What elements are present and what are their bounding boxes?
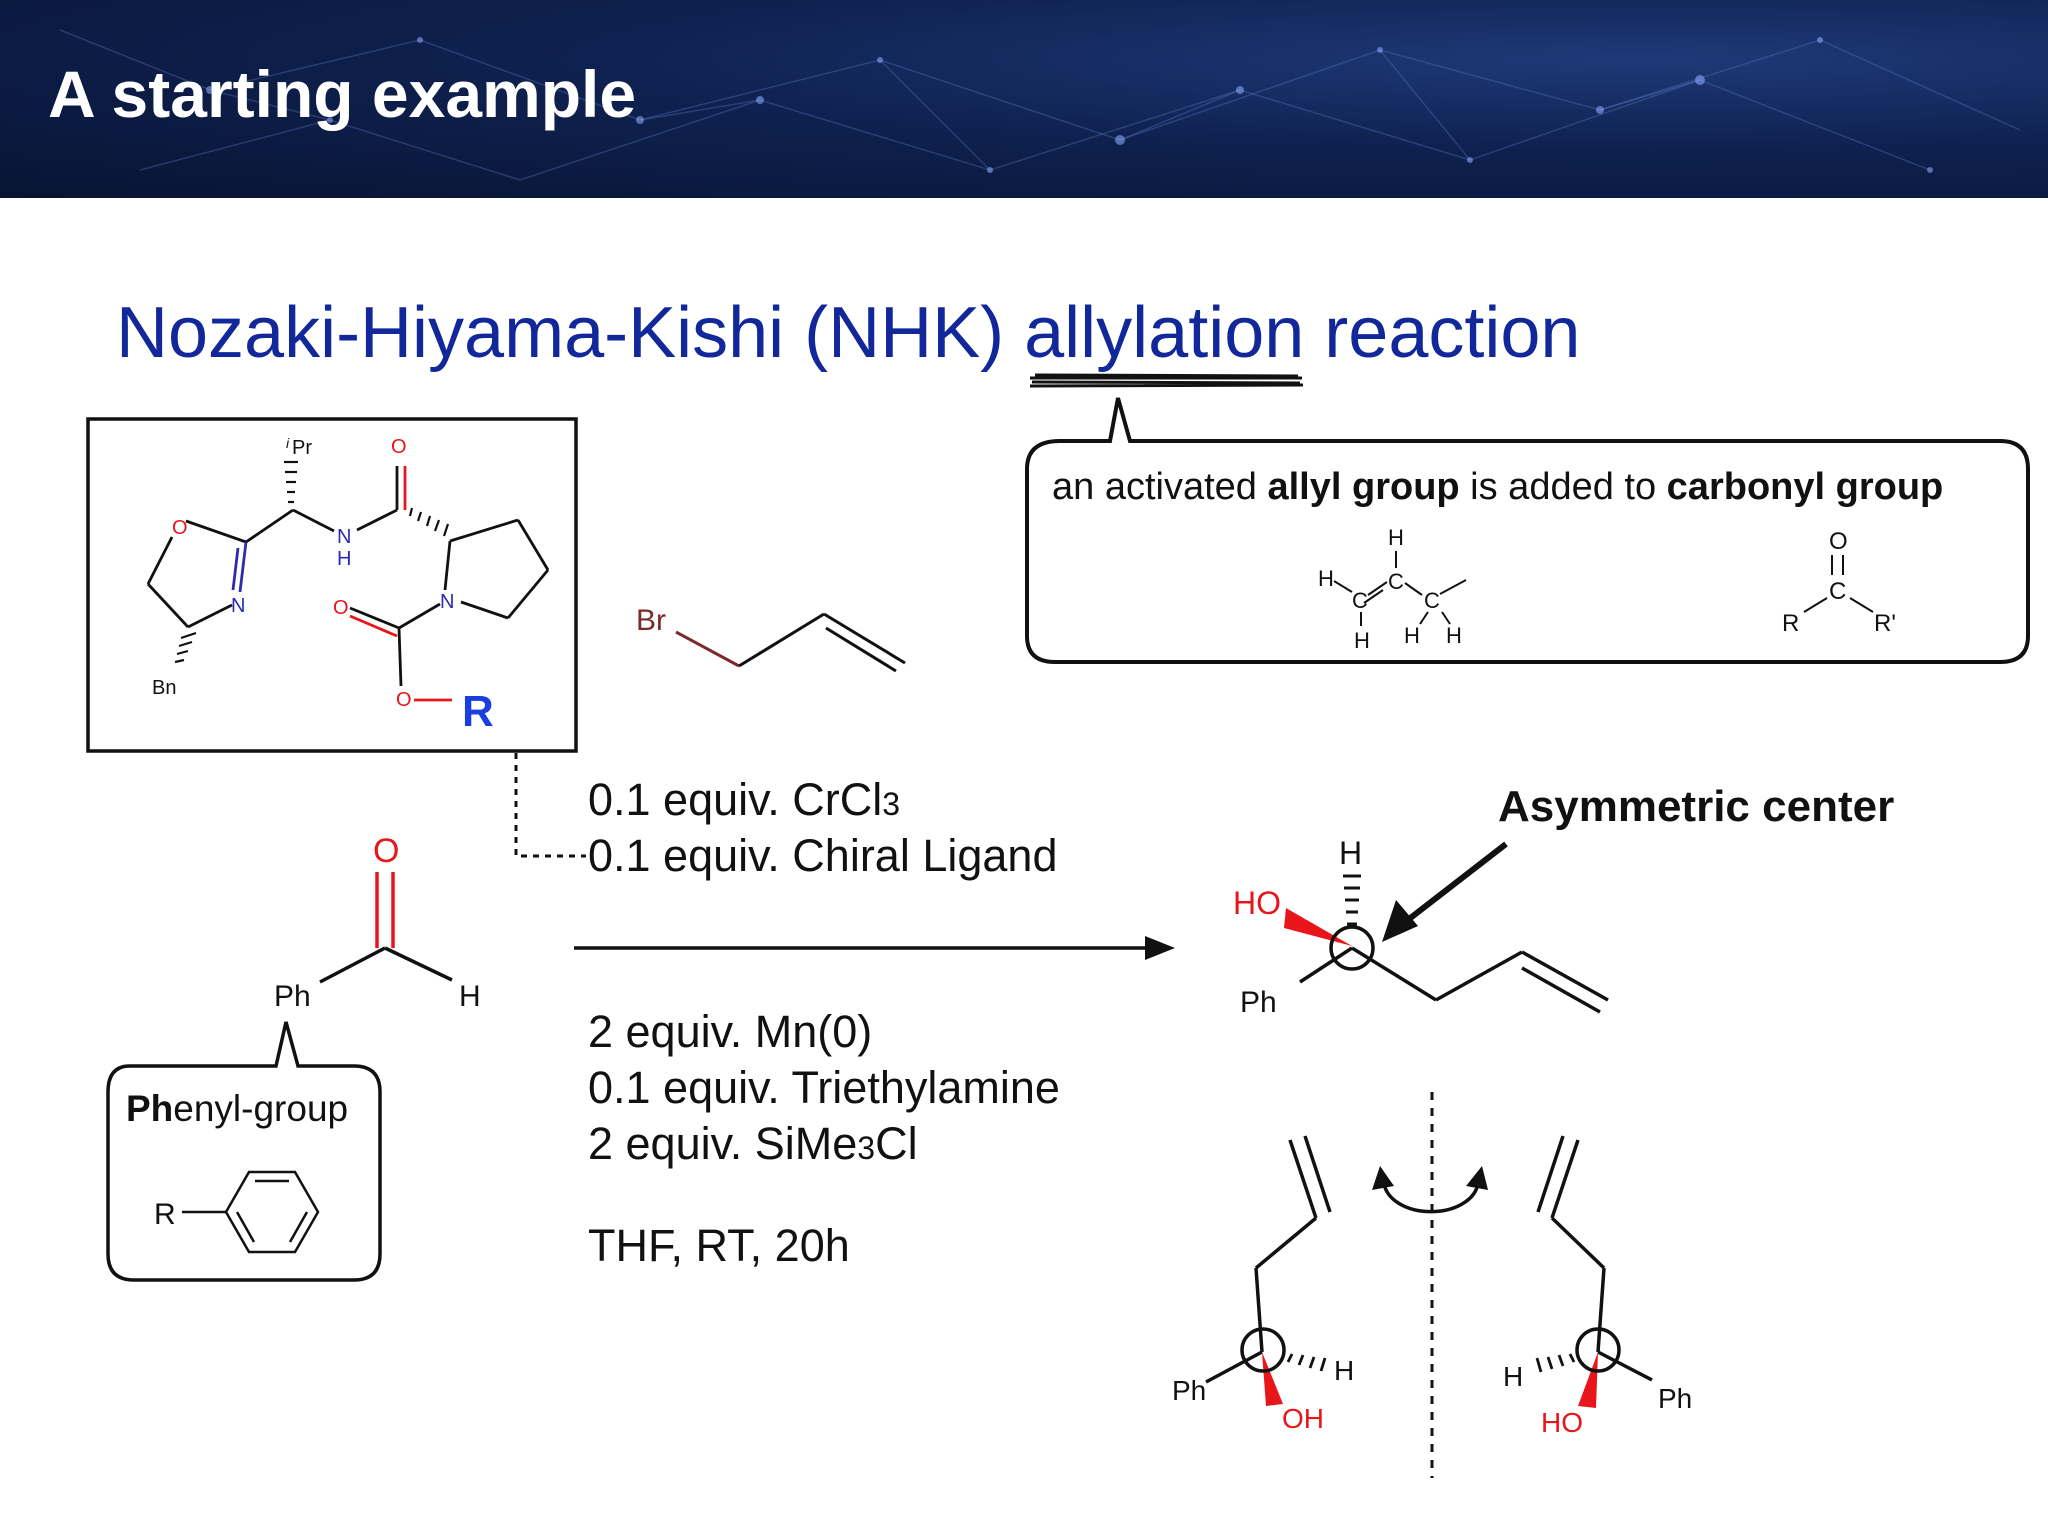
reaction-arrow	[574, 936, 1175, 960]
product-structure: H HO Ph	[1233, 835, 1609, 1019]
svg-text:Bn: Bn	[152, 677, 176, 699]
condition-mn: 2 equiv. Mn(0)	[588, 1006, 873, 1057]
condition-sime3cl: 2 equiv. SiMe3Cl	[588, 1118, 918, 1170]
svg-text:H: H	[337, 548, 351, 570]
svg-text:Ph: Ph	[1240, 986, 1277, 1019]
svg-text:i: i	[286, 435, 290, 451]
svg-text:N: N	[231, 595, 245, 617]
callout-text: an activated allyl group is added to car…	[1052, 466, 1943, 509]
asymmetric-center-arrow	[1382, 841, 1508, 942]
r-group-label: R	[462, 687, 494, 736]
svg-text:Ph: Ph	[1658, 1383, 1692, 1414]
network-background-graphic	[59, 29, 2021, 181]
svg-text:C: C	[1424, 588, 1440, 613]
phenyl-bold-ph: Ph	[126, 1088, 174, 1129]
svg-text:Ph: Ph	[1172, 1375, 1206, 1406]
ligand-atom-labels: O N N H O O N O i Pr Bn	[152, 435, 454, 711]
slide-title: A starting example	[48, 57, 637, 131]
phenyl-ring-structure	[182, 1170, 320, 1254]
svg-text:H: H	[1339, 835, 1362, 871]
svg-text:H: H	[1446, 623, 1462, 648]
condition-sime3cl-prefix: 2 equiv. SiMe	[588, 1118, 858, 1169]
svg-text:Pr: Pr	[292, 437, 312, 459]
callout-allyl-group: allyl group	[1267, 466, 1460, 508]
asymmetric-center-label: Asymmetric center	[1498, 782, 1895, 831]
condition-triethylamine: 0.1 equiv. Triethylamine	[588, 1062, 1060, 1113]
phenyl-r-label: R	[154, 1198, 176, 1231]
svg-text:C: C	[1388, 569, 1404, 594]
svg-text:Br: Br	[636, 604, 666, 637]
svg-text:O: O	[172, 517, 188, 539]
allylation-underline-scribble	[1029, 373, 1304, 388]
chiral-ligand-structure	[146, 466, 550, 702]
condition-crcl3-sub: 3	[882, 786, 901, 822]
rotation-arrow-icon	[1372, 1166, 1488, 1214]
callout-text-1: an activated	[1052, 466, 1268, 508]
header-banner: A starting example	[0, 0, 2048, 198]
svg-text:N: N	[337, 526, 351, 548]
condition-sime3cl-suffix: Cl	[875, 1118, 918, 1169]
benzaldehyde-structure: O Ph H	[274, 832, 481, 1013]
svg-text:OH: OH	[1282, 1403, 1324, 1434]
reaction-heading: Nozaki-Hiyama-Kishi (NHK) allylation rea…	[116, 292, 1580, 374]
condition-crcl3-text: 0.1 equiv. CrCl	[588, 774, 883, 825]
svg-text:O: O	[396, 689, 412, 711]
svg-text:O: O	[391, 436, 407, 458]
svg-text:H: H	[459, 980, 481, 1013]
svg-text:O: O	[1829, 528, 1848, 555]
enantiomer-left-structure: Ph OH H	[1172, 1135, 1354, 1434]
allyl-group-structure: H C H C H C H H	[1318, 525, 1467, 653]
svg-text:HO: HO	[1541, 1407, 1583, 1438]
svg-text:O: O	[373, 832, 399, 870]
phenyl-callout-bubble	[106, 1021, 382, 1282]
svg-text:HO: HO	[1233, 885, 1281, 921]
callout-text-2: is added to	[1459, 466, 1667, 508]
svg-text:H: H	[1404, 623, 1420, 648]
heading-part-1: Nozaki-Hiyama-Kishi (NHK)	[116, 293, 1025, 373]
svg-text:H: H	[1318, 566, 1334, 591]
svg-text:Ph: Ph	[274, 980, 311, 1013]
condition-solvent-time: THF, RT, 20h	[588, 1220, 850, 1271]
condition-crcl3: 0.1 equiv. CrCl3	[588, 774, 900, 826]
svg-text:C: C	[1352, 588, 1368, 613]
allyl-bromide-structure: Br	[636, 604, 906, 673]
svg-text:C: C	[1829, 578, 1846, 605]
condition-sime3cl-sub: 3	[857, 1130, 876, 1166]
chiral-ligand-box	[86, 417, 578, 753]
heading-allylation: allylation	[1024, 293, 1305, 373]
callout-bubble	[1025, 397, 2030, 664]
svg-text:O: O	[333, 597, 349, 619]
condition-chiral-ligand: 0.1 equiv. Chiral Ligand	[588, 830, 1058, 881]
ligand-stereo-hashes	[174, 460, 450, 664]
heading-part-3: reaction	[1304, 293, 1581, 373]
callout-carbonyl-group: carbonyl group	[1666, 466, 1944, 508]
svg-text:H: H	[1334, 1355, 1354, 1386]
svg-text:H: H	[1354, 628, 1370, 653]
carbonyl-group-structure: O C R R'	[1782, 528, 1896, 637]
svg-text:H: H	[1503, 1361, 1523, 1392]
ligand-connector-dotted	[514, 753, 586, 858]
enantiomer-right-structure: Ph HO H	[1503, 1135, 1692, 1438]
svg-text:R': R'	[1874, 610, 1896, 637]
phenyl-rest: enyl-group	[173, 1088, 349, 1129]
svg-text:H: H	[1388, 525, 1404, 550]
svg-text:R: R	[1782, 610, 1799, 637]
phenyl-group-label: Phenyl-group	[126, 1088, 348, 1130]
svg-text:N: N	[440, 591, 454, 613]
